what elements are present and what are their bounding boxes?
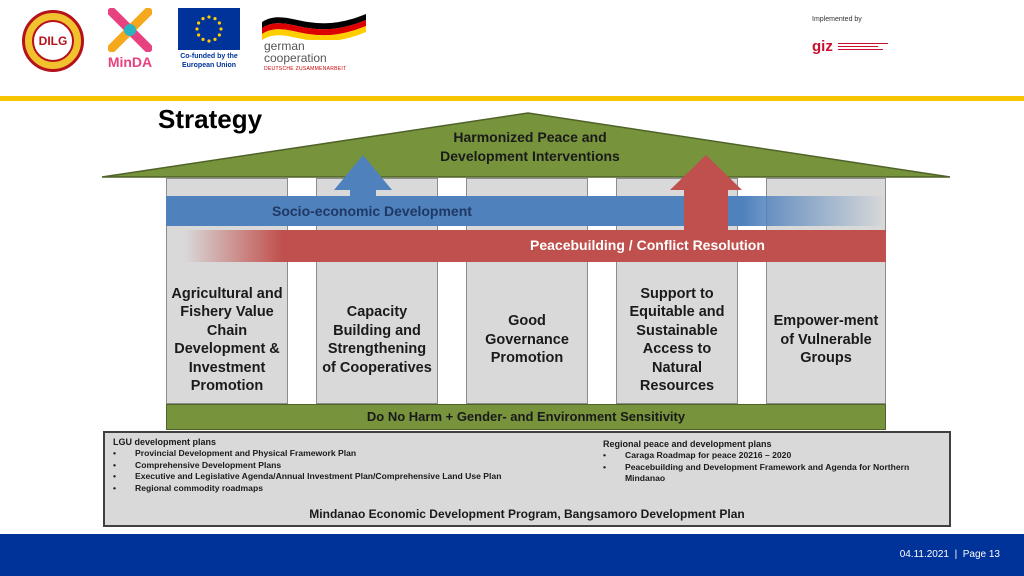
giz-logo-subtext-graphic <box>838 41 888 52</box>
list-item-text: Executive and Legislative Agenda/Annual … <box>135 471 502 482</box>
base-footer-text: Mindanao Economic Development Program, B… <box>309 507 745 521</box>
footer-bar: 04.11.2021 | Page 13 <box>0 534 1024 576</box>
list-item: • Regional commodity roadmaps <box>109 483 501 495</box>
up-arrow-blue <box>334 155 392 226</box>
pillar-label: Agricultural and Fishery Value Chain Dev… <box>171 285 283 395</box>
giz-logo: giz <box>812 38 833 55</box>
list-item: • Comprehensive Development Plans <box>109 460 501 472</box>
roof-label: Harmonized Peace and Development Interve… <box>360 128 700 166</box>
footer-separator: | <box>954 549 958 560</box>
list-item-text: Caraga Roadmap for peace 20216 – 2020 <box>625 450 792 460</box>
slide-title: Strategy <box>158 104 263 134</box>
list-item: • Caraga Roadmap for peace 20216 – 2020 <box>599 450 919 462</box>
bullet: • <box>603 461 607 472</box>
list-item-text: Peacebuilding and Development Framework … <box>625 461 910 484</box>
gold-divider <box>0 96 1024 101</box>
lgu-plans-list: • Provincial Development and Physical Fra… <box>109 448 501 494</box>
bullet: • <box>113 448 117 458</box>
minda-logo: MinDA <box>100 8 160 70</box>
dilg-logo-text: DILG <box>38 34 68 48</box>
minda-logo-mark <box>108 8 152 52</box>
bullet: • <box>113 471 117 482</box>
socio-economic-band <box>166 196 886 226</box>
bullet: • <box>113 482 117 493</box>
german-flag-wave <box>262 14 366 40</box>
roof-label-line2: Development Interventions <box>440 148 620 164</box>
up-arrow-red <box>670 155 742 262</box>
list-item: • Executive and Legislative Agenda/Annual… <box>109 471 501 483</box>
eu-logo: Co-funded by the European Union <box>176 8 242 72</box>
do-no-harm-band: Do No Harm + Gender- and Environment Sen… <box>166 404 886 430</box>
minda-logo-text: MinDA <box>107 54 153 70</box>
eu-label: Co-funded by the European Union <box>176 52 242 70</box>
pillar-label: Good Governance Promotion <box>485 313 569 367</box>
german-coop-line1: german <box>264 39 305 53</box>
list-item-text: Comprehensive Development Plans <box>135 459 282 470</box>
pillar-label: Capacity Building and Strengthening of C… <box>322 304 432 376</box>
list-item: • Peacebuilding and Development Framework… <box>599 462 919 485</box>
footer-date: 04.11.2021 <box>899 549 949 560</box>
german-coop-line2: cooperation <box>264 51 327 65</box>
roof-label-line1: Harmonized Peace and <box>453 129 607 145</box>
regional-plans-title: Regional peace and development plans <box>603 439 772 449</box>
footer-page-number: Page 13 <box>962 549 1000 560</box>
peacebuilding-label: Peacebuilding / Conflict Resolution <box>530 237 765 253</box>
dilg-logo: DILG <box>22 10 84 72</box>
bullet: • <box>113 459 117 470</box>
lgu-plans-title: LGU development plans <box>113 437 217 447</box>
list-item-text: Provincial Development and Physical Fram… <box>135 448 357 458</box>
eu-flag <box>178 8 240 50</box>
pillar-label: Empower-ment of Vulnerable Groups <box>773 313 879 367</box>
bullet: • <box>603 450 607 460</box>
eu-label-line2: European Union <box>181 62 237 69</box>
german-cooperation-logo: german cooperation DEUTSCHE ZUSAMMENARBE… <box>258 8 370 72</box>
foundation-base: LGU development plans • Provincial Develo… <box>103 431 951 527</box>
eu-label-line1: Co-funded by the <box>180 53 238 60</box>
list-item: • Provincial Development and Physical Fra… <box>109 448 501 460</box>
socio-economic-label: Socio-economic Development <box>272 203 472 219</box>
german-coop-line3: DEUTSCHE ZUSAMMENARBEIT <box>264 66 347 72</box>
implemented-by-label: Implemented by <box>812 16 862 23</box>
footer-text: 04.11.2021 | Page 13 <box>900 549 1000 560</box>
regional-plans-list: • Caraga Roadmap for peace 20216 – 2020 •… <box>599 450 919 485</box>
list-item-text: Regional commodity roadmaps <box>135 482 263 493</box>
peacebuilding-band <box>184 230 886 262</box>
pillar-label: Support to Equitable and Sustainable Acc… <box>629 285 725 395</box>
roof <box>101 112 951 178</box>
